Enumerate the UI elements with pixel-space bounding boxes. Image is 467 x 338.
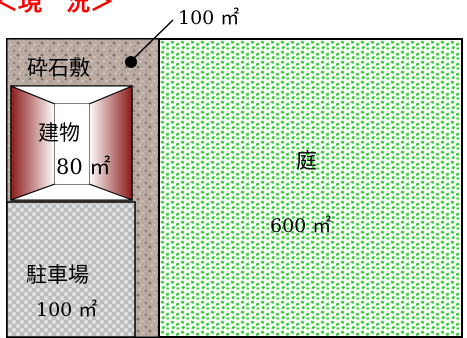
parking-area-text: 100 ㎡ (36, 298, 97, 321)
gravel-label: 砕石敷 (27, 56, 90, 80)
callout-area-text: 100 ㎡ (178, 6, 239, 29)
garden-label: 庭 (296, 149, 317, 173)
parking-area (6, 201, 136, 338)
callout-leader-line (130, 19, 174, 62)
callout-dot-icon (125, 56, 137, 68)
parking-label: 駐車場 (26, 263, 89, 287)
building-area-text: 80 ㎡ (56, 155, 110, 179)
building-label: 建物 (38, 121, 80, 145)
current-status-label: ＜現 況＞ (0, 0, 114, 16)
building-area (10, 85, 133, 201)
garden-area-text: 600 ㎡ (270, 214, 331, 237)
garden-area (158, 38, 463, 338)
